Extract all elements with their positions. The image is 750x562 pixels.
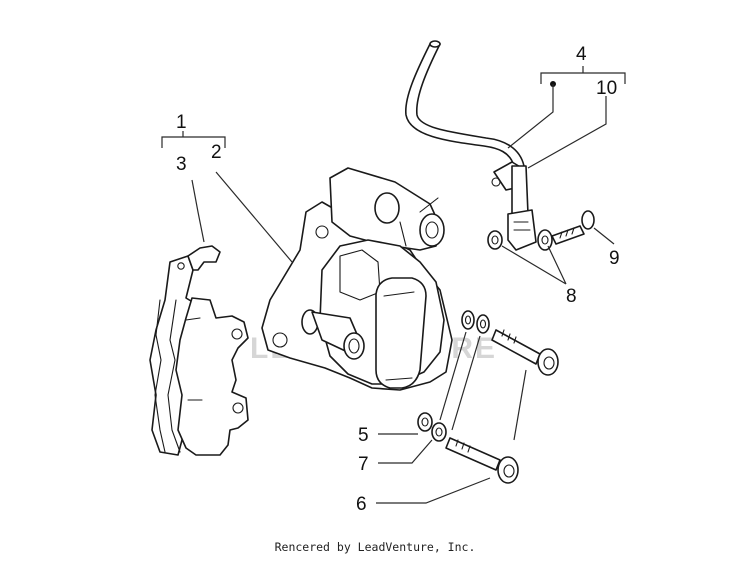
- brake-hose: [405, 40, 537, 251]
- render-credit: Rencered by LeadVenture, Inc.: [274, 540, 476, 554]
- callout-8: 8: [566, 286, 577, 307]
- callout-7: 7: [358, 454, 369, 475]
- callout-9: 9: [609, 248, 620, 269]
- callout-labels: 1 3 2 4 10 9 8 5 7 6: [176, 44, 620, 515]
- callout-2: 2: [211, 142, 222, 163]
- brake-pads: [149, 245, 249, 456]
- callout-1: 1: [176, 112, 187, 133]
- callout-6: 6: [356, 494, 367, 515]
- callout-4: 4: [576, 44, 587, 65]
- banjo-bolt-assembly: [487, 210, 595, 251]
- leader-lines: [161, 66, 626, 504]
- callout-3: 3: [176, 154, 187, 175]
- caliper-body: [261, 167, 453, 391]
- callout-5: 5: [358, 425, 369, 446]
- callout-10: 10: [596, 78, 617, 99]
- mounting-bolts: [417, 310, 559, 484]
